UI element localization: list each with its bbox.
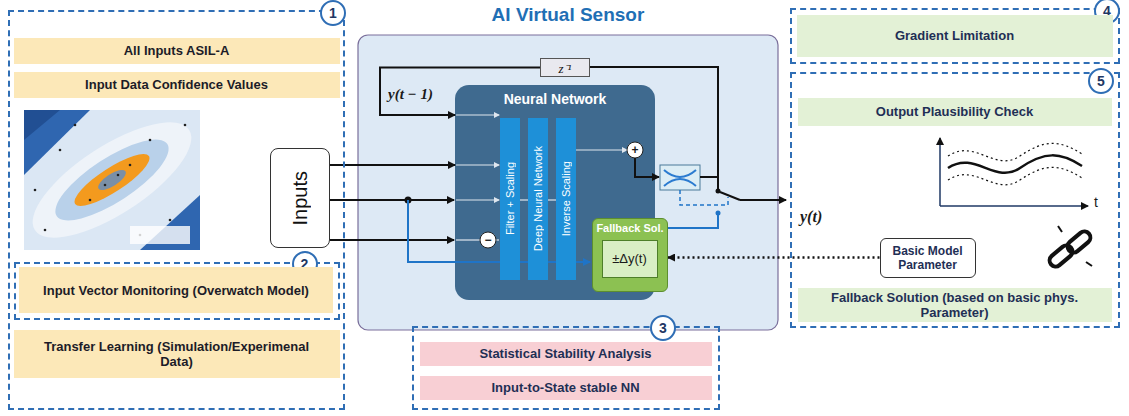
requirement-band: Input-to-State stable NN [420, 376, 712, 400]
node-text: Input-to-State stable NN [491, 380, 639, 395]
connector [330, 164, 455, 166]
delay-block: z⁻¹ [540, 58, 590, 77]
operator-sign: + [628, 143, 642, 157]
requirement-band: Transfer Learning (Simulation/Experimena… [14, 330, 340, 378]
parameter-box: Basic Model Parameter [880, 238, 976, 278]
node-text: Input Vector Monitoring (Overwatch Model… [43, 283, 309, 298]
requirement-band: Fallback Solution (based on basic phys. … [798, 288, 1112, 322]
sum-symbol [627, 142, 643, 158]
input-wire [330, 239, 454, 241]
plausibility-chart [940, 138, 1088, 206]
dashed-group: 4Gradient Limitation [790, 8, 1120, 64]
dashed-group: 3Statistical Stability AnalysisInput-to-… [412, 326, 720, 410]
dashed-group: 2Input Vector Monitoring (Overwatch Mode… [14, 262, 340, 320]
nn-stage: Deep Neural Network [528, 118, 548, 280]
feedback-wire [590, 67, 718, 190]
confidence-scatter [16, 101, 207, 258]
fallback-box: Fallback Sol. ±Δy(t) [592, 218, 668, 292]
node-text: Input Data Confidence Values [85, 77, 268, 92]
sensor-panel-ground [358, 35, 778, 330]
fallback-output-wire [668, 215, 718, 228]
inputs-box: Inputs [270, 148, 330, 248]
connector [668, 256, 880, 259]
sum-symbol [480, 232, 496, 248]
dashed-group: 5Output Plausibility CheckBasic Model Pa… [790, 72, 1120, 328]
node-text: Deep Neural Network [532, 146, 544, 251]
chain-icon [1047, 226, 1093, 269]
output-wire [740, 199, 786, 201]
node-text: Filter + Scaling [504, 162, 516, 235]
signal-name: y(t) [800, 208, 822, 226]
panel-title: AI Virtual Sensor [358, 4, 778, 26]
node-text: Inputs [289, 171, 312, 225]
node-text: ±Δy(t) [612, 251, 647, 266]
node-text: Basic Model Parameter [887, 244, 969, 272]
node-text: Transfer Learning (Simulation/Experimena… [38, 339, 316, 369]
node-text: Fallback Solution (based on basic phys. … [822, 290, 1088, 320]
node-text: All Inputs ASIL-A [124, 43, 230, 58]
requirement-band: Gradient Limitation [797, 15, 1113, 57]
operator-sign: − [481, 233, 495, 247]
fallback-delta-box: ±Δy(t) [602, 240, 658, 278]
requirement-band: Input Data Confidence Values [14, 72, 340, 98]
switch-control-wire [680, 190, 728, 205]
sensor-panel: AI Virtual Sensorz⁻¹Neural NetworkFilter… [358, 35, 778, 330]
node-text: Fallback Sol. [593, 222, 667, 234]
gradient-limiter [660, 165, 700, 190]
node-text: Gradient Limitation [895, 28, 1014, 43]
callout-number: 5 [1088, 68, 1114, 94]
signal-name: y(t − 1) [388, 86, 433, 103]
requirement-band: Input Vector Monitoring (Overwatch Model… [19, 267, 333, 313]
nn-stage: Inverse Scaling [556, 118, 576, 280]
callout-number: 1 [320, 0, 346, 26]
callout-number: 3 [650, 315, 676, 341]
node-text: Inverse Scaling [560, 161, 572, 236]
input-wire [330, 199, 454, 201]
axis-label: t [1094, 194, 1098, 210]
node-text: Statistical Stability Analysis [479, 346, 651, 361]
node-text: Output Plausibility Check [876, 104, 1033, 119]
node-text: z⁻¹ [559, 59, 572, 77]
nn-output-wire [635, 158, 659, 177]
requirement-band: Output Plausibility Check [798, 98, 1112, 126]
requirement-band: Statistical Stability Analysis [420, 342, 712, 366]
requirement-band: All Inputs ASIL-A [14, 38, 340, 64]
node-text: Neural Network [455, 91, 655, 107]
switch-contact [716, 211, 721, 216]
switch-blade [720, 192, 740, 200]
nn-stage: Filter + Scaling [500, 118, 520, 280]
